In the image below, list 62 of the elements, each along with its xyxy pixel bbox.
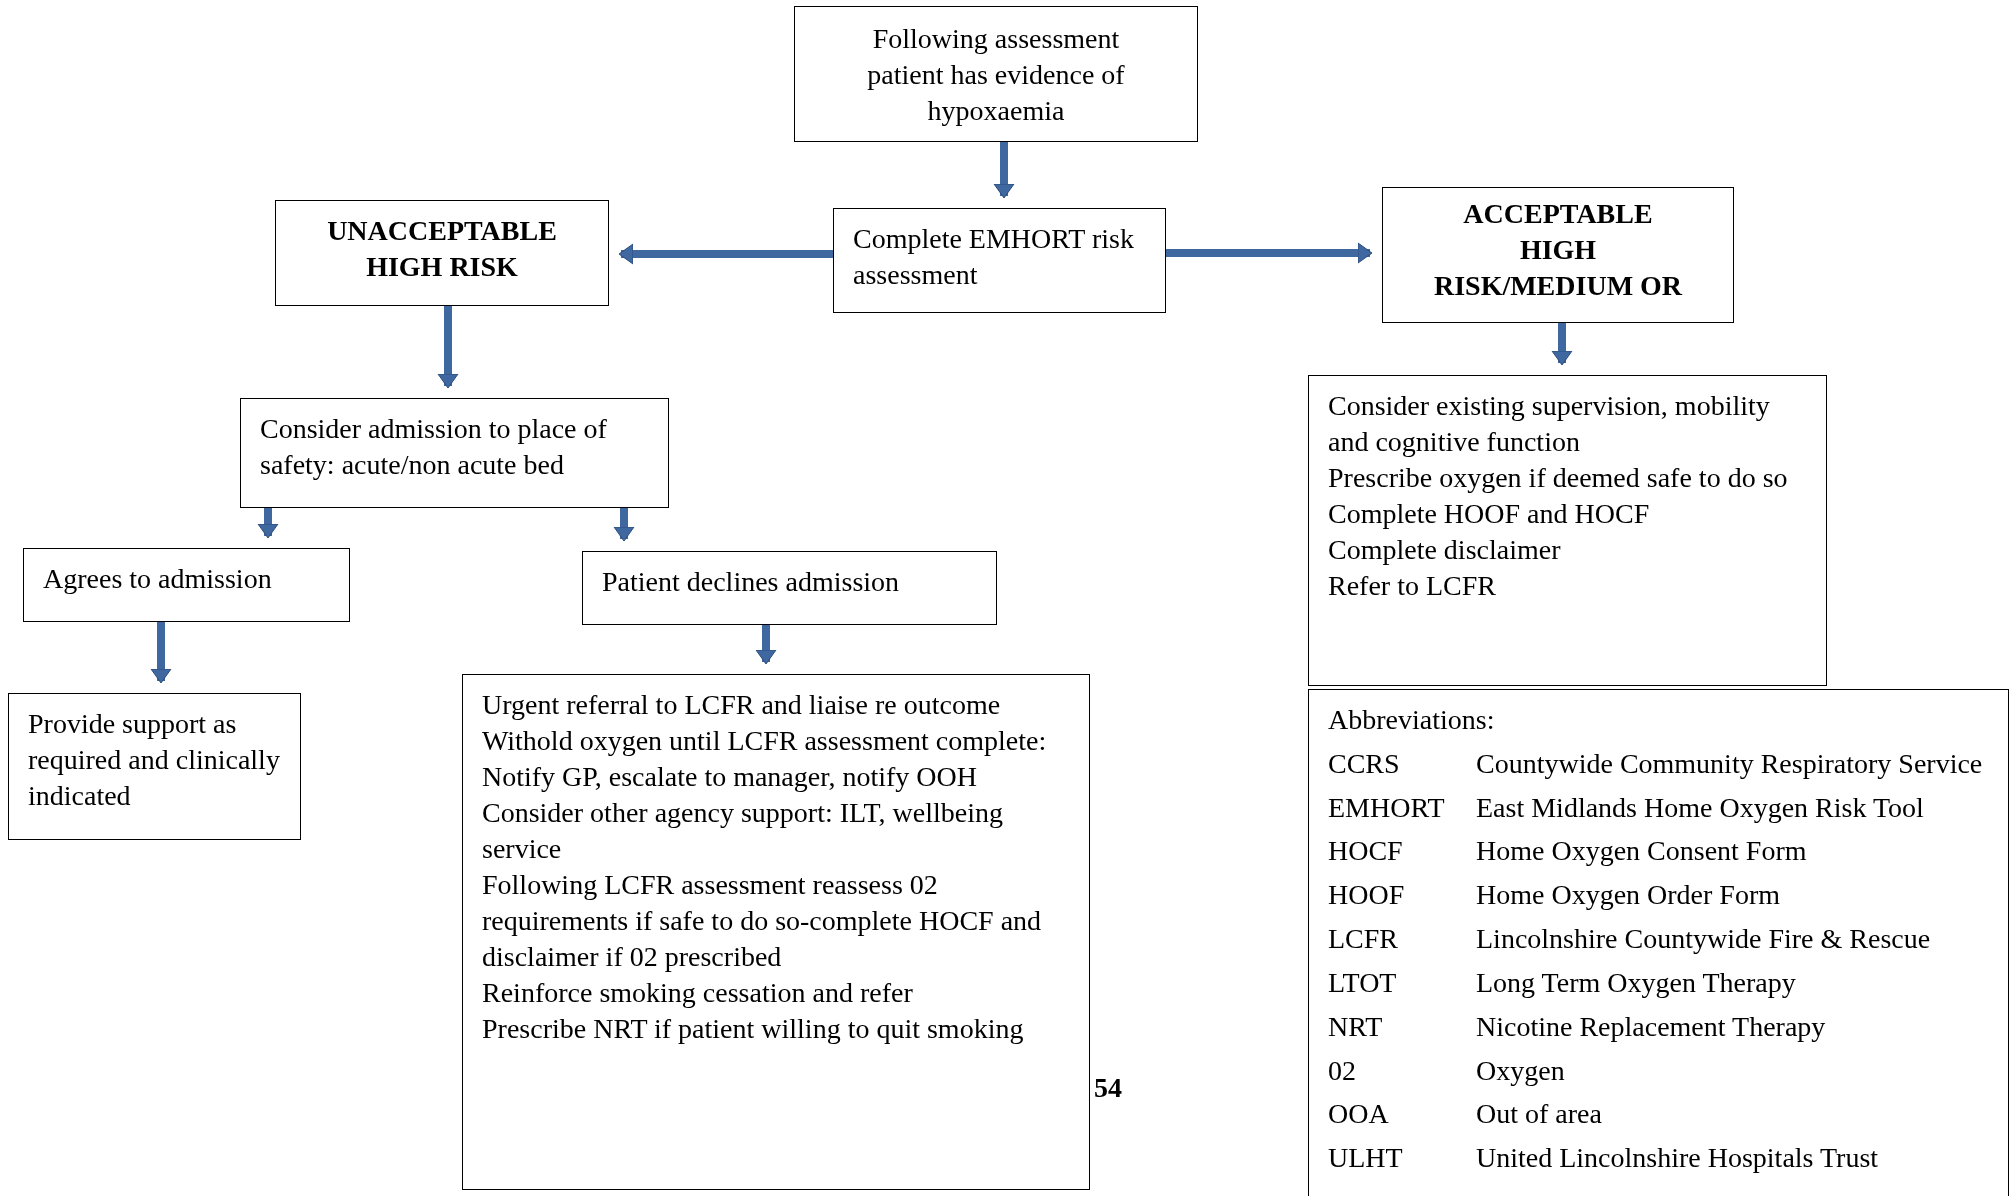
abbreviation: NRT <box>1328 1009 1384 1044</box>
box-text: Prescribe NRT if patient willing to quit smoking <box>482 1012 1025 1046</box>
page-number: 54 <box>1094 1071 1122 1105</box>
abbreviation-definition: Nicotine Replacement Therapy <box>1476 1009 1827 1044</box>
box-text: Agrees to admission <box>43 562 273 596</box>
process-box <box>1308 689 2009 1196</box>
box-text: Notify GP, escalate to manager, notify OOH <box>482 760 978 794</box>
process-box <box>275 200 609 306</box>
box-text: Urgent referral to LCFR and liaise re outcome <box>482 688 1002 722</box>
abbreviation: LTOT <box>1328 965 1398 1000</box>
arrow <box>437 306 459 389</box>
abbreviation-definition: Countywide Community Respiratory Service <box>1476 746 1984 781</box>
box-text: Reinforce smoking cessation and refer <box>482 976 914 1010</box>
box-text: Consider existing supervision, mobility and cognitive function <box>1328 389 1771 459</box>
abbreviations-heading: Abbreviations: <box>1328 703 1496 737</box>
abbreviation-definition: Oxygen <box>1476 1053 1566 1088</box>
process-box <box>240 398 669 508</box>
abbreviation: LCFR <box>1328 922 1400 957</box>
box-text: Complete EMHORT risk assessment <box>853 222 1135 292</box>
box-text: Complete disclaimer <box>1328 533 1562 567</box>
box-text: Following assessment patient has evidence of hypoxaemia <box>866 22 1126 128</box>
abbreviation: 02 <box>1328 1053 1357 1088</box>
arrow <box>755 625 777 665</box>
box-text: Provide support as required and clinically indicated <box>28 707 281 813</box>
box-text: Prescribe oxygen if deemed safe to do so <box>1328 461 1789 495</box>
process-box <box>1382 187 1734 323</box>
abbreviation: HOOF <box>1328 878 1406 913</box>
abbreviation: HOCF <box>1328 834 1404 869</box>
process-box <box>8 693 301 840</box>
box-text: UNACCEPTABLE HIGH RISK <box>326 214 558 284</box>
abbreviation-definition: Long Term Oxygen Therapy <box>1476 965 1797 1000</box>
box-text: Refer to LCFR <box>1328 569 1497 603</box>
box-text: Consider other agency support: ILT, wellbeing service <box>482 796 1004 866</box>
arrow <box>618 243 833 265</box>
abbreviation-definition: Lincolnshire Countywide Fire & Rescue <box>1476 922 1932 957</box>
arrow <box>613 508 635 542</box>
box-text: Patient declines admission <box>602 565 901 599</box>
abbreviation: CCRS <box>1328 746 1401 781</box>
abbreviation: ULHT <box>1328 1141 1404 1176</box>
box-text: Complete HOOF and HOCF <box>1328 497 1651 531</box>
abbreviation-definition: East Midlands Home Oxygen Risk Tool <box>1476 790 1925 825</box>
arrow <box>993 142 1015 199</box>
arrow <box>150 622 172 684</box>
process-box <box>833 208 1166 313</box>
box-text: ACCEPTABLE HIGH RISK/MEDIUM OR <box>1433 197 1683 303</box>
process-box <box>794 6 1198 142</box>
process-box <box>23 548 350 622</box>
abbreviation-definition: Out of area <box>1476 1097 1603 1132</box>
arrow <box>1166 242 1373 264</box>
box-text: Following LCFR assessment reassess 02 requirements if safe to do so-complete HOCF and disclaimer if 02 prescribed <box>482 868 1043 974</box>
box-text: Withold oxygen until LCFR assessment complete: <box>482 724 1048 758</box>
process-box <box>582 551 997 625</box>
arrow <box>1551 323 1573 366</box>
process-box <box>1308 375 1827 686</box>
abbreviation: OOA <box>1328 1097 1390 1132</box>
arrow <box>257 508 279 539</box>
box-text: Consider admission to place of safety: acute/non acute bed <box>260 412 608 482</box>
abbreviation-definition: United Lincolnshire Hospitals Trust <box>1476 1141 1880 1176</box>
process-box <box>462 674 1090 1190</box>
abbreviation-definition: Home Oxygen Consent Form <box>1476 834 1808 869</box>
abbreviation: EMHORT <box>1328 790 1446 825</box>
abbreviation-definition: Home Oxygen Order Form <box>1476 878 1782 913</box>
